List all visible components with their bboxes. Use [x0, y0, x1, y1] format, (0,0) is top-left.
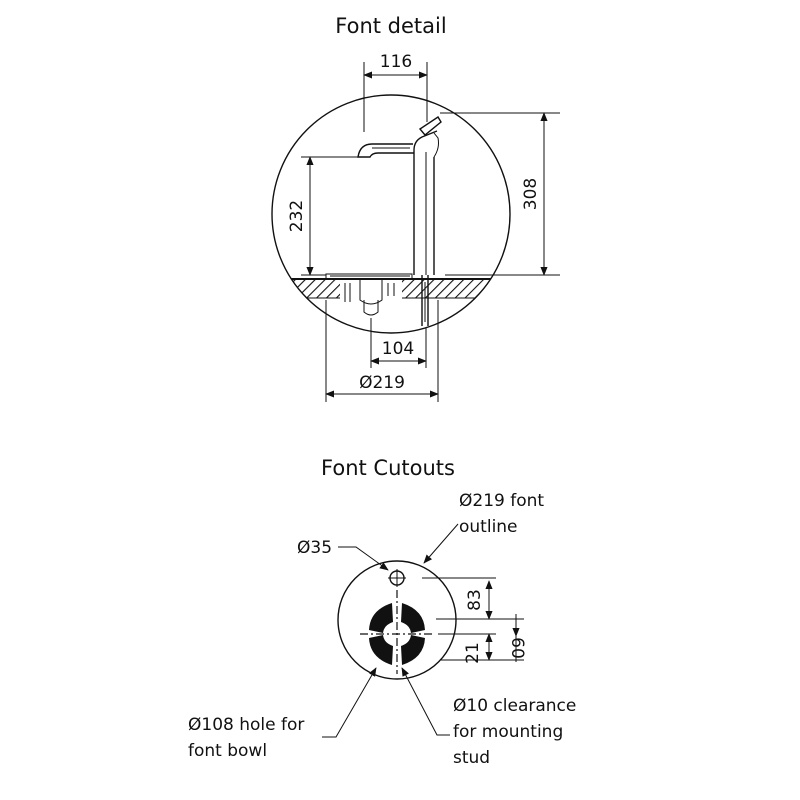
detail-circle: [271, 94, 511, 334]
font-bowl: [325, 273, 413, 316]
bowl-hole: [360, 590, 434, 674]
dim-60-label: 60: [507, 637, 527, 659]
font-cutouts-view: Ø219 font outline Ø35 Ø108 hole for font…: [188, 491, 576, 768]
callout-bowl-2: font bowl: [188, 741, 267, 761]
dim-232-label: 232: [287, 200, 307, 232]
callout-font-outline-1: Ø219 font: [459, 491, 544, 511]
dim-308-label: 308: [521, 178, 541, 210]
font-cutouts-title: Font Cutouts: [321, 456, 455, 480]
callout-bowl-1: Ø108 hole for: [188, 715, 304, 735]
dim-104-label: 104: [382, 339, 414, 359]
leader-small-hole: [338, 546, 389, 571]
top-extension-lines: [301, 62, 560, 402]
dim-21-label: 21: [463, 642, 483, 664]
counter-section: [272, 278, 510, 299]
font-detail-view: 116 232 308 104 Ø219: [271, 52, 560, 402]
dim-116-label: 116: [380, 52, 412, 72]
callout-stud-1: Ø10 clearance: [453, 696, 576, 716]
small-hole: [388, 569, 406, 587]
leader-font-outline: [423, 523, 459, 564]
callout-font-outline-2: outline: [459, 517, 518, 537]
tap-body: [357, 116, 442, 326]
callout-stud-3: stud: [453, 748, 490, 768]
font-detail-title: Font detail: [335, 14, 446, 38]
callout-stud-2: for mounting: [453, 722, 563, 742]
bottom-extension-lines: [422, 577, 524, 661]
dim-219-label: Ø219: [359, 373, 405, 393]
font-outline-circle: [337, 560, 457, 680]
callout-small-hole: Ø35: [297, 538, 332, 558]
leader-stud: [401, 667, 450, 736]
leader-bowl-hole: [322, 667, 377, 738]
dim-83-label: 83: [465, 589, 485, 611]
